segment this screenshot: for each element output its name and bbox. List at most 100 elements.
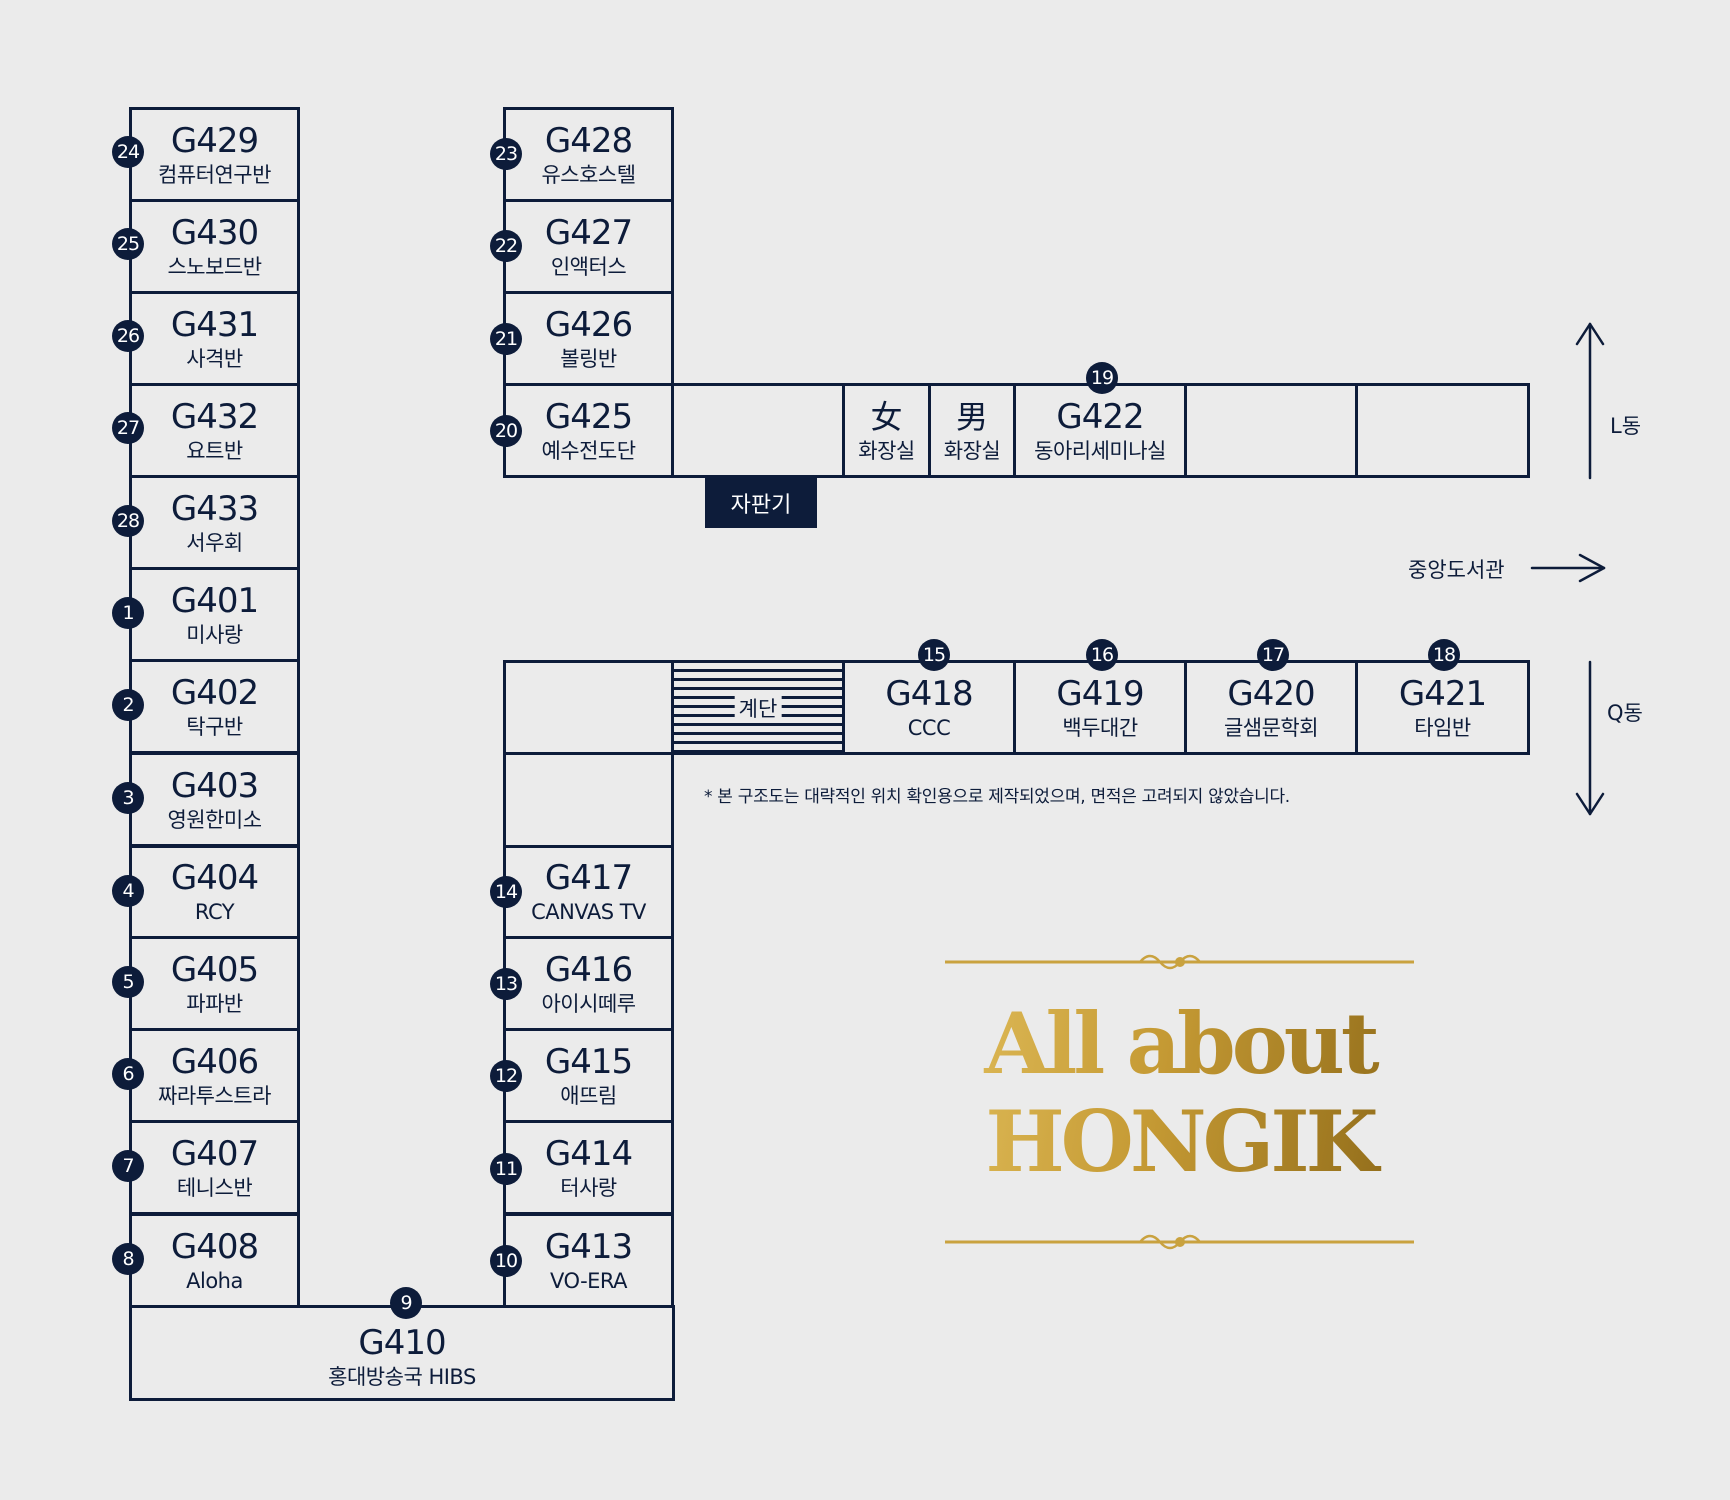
room-code: G401	[170, 580, 259, 621]
vending-machine[interactable]: 자판기	[705, 478, 817, 528]
room-g427[interactable]: G427 인액터스	[503, 199, 674, 294]
room-club-name: 파파반	[186, 991, 243, 1016]
room-code: G413	[544, 1226, 633, 1267]
room-g417[interactable]: G417 CANVAS TV	[503, 845, 674, 939]
room-club-name: 미사랑	[186, 622, 243, 647]
room-club-name: RCY	[194, 900, 235, 924]
room-empty-hall	[671, 383, 845, 478]
room-number-badge: 27	[112, 412, 144, 444]
title-line-1: All about	[984, 994, 1376, 1093]
room-number-badge: 25	[112, 228, 144, 260]
room-g425[interactable]: G425 예수전도단	[503, 383, 674, 478]
room-club-name: 인액터스	[550, 254, 627, 279]
room-g413[interactable]: G413 VO-ERA	[503, 1213, 674, 1308]
central-library-label: 중앙도서관	[1408, 558, 1505, 582]
room-number-badge: 13	[490, 968, 522, 1000]
room-code: G402	[170, 672, 259, 713]
room-code: G431	[170, 304, 259, 345]
all-about-hongik-title: All about HONGIK	[930, 995, 1430, 1191]
room-code: G428	[544, 120, 633, 161]
room-number-badge: 6	[112, 1058, 144, 1090]
room-code: G416	[544, 949, 633, 990]
room-number-badge: 4	[112, 875, 144, 907]
room-code: G432	[170, 396, 259, 437]
room-code: G430	[170, 212, 259, 253]
restroom-label: 화장실	[858, 438, 915, 463]
room-club-name: 영원한미소	[167, 807, 262, 832]
room-g420[interactable]: G420 글샘문학회	[1184, 660, 1358, 755]
room-g402[interactable]: G402 탁구반	[129, 659, 300, 754]
room-g410[interactable]: G410 홍대방송국 HIBS	[129, 1305, 675, 1401]
room-empty-corner	[503, 660, 674, 755]
room-code: G417	[544, 858, 633, 898]
room-g403[interactable]: G403 영원한미소	[129, 752, 300, 847]
vending-machine-label: 자판기	[730, 493, 792, 518]
stairs[interactable]: 계단	[671, 660, 845, 755]
room-club-name: CCC	[907, 715, 951, 740]
room-club-name: Aloha	[186, 1268, 243, 1293]
room-code: G425	[544, 396, 633, 437]
room-club-name: 터사랑	[560, 1175, 617, 1200]
room-g432[interactable]: G432 요트반	[129, 383, 300, 478]
room-number-badge: 10	[490, 1245, 522, 1277]
room-number-badge: 12	[490, 1060, 522, 1092]
restroom-female[interactable]: 女 화장실	[842, 383, 931, 478]
room-code: G404	[170, 858, 259, 898]
room-number-badge: 1	[112, 597, 144, 629]
room-number-badge: 22	[490, 230, 522, 262]
room-number-badge: 11	[490, 1153, 522, 1185]
room-g404[interactable]: G404 RCY	[129, 845, 300, 939]
room-g415[interactable]: G415 애뜨림	[503, 1028, 674, 1123]
room-club-name: 테니스반	[176, 1175, 253, 1200]
restroom-male[interactable]: 男 화장실	[928, 383, 1016, 478]
room-club-name: 타임반	[1414, 715, 1471, 740]
room-code: G421	[1398, 673, 1487, 714]
room-code: G426	[544, 304, 633, 345]
room-number-badge: 26	[112, 320, 144, 352]
room-number-badge: 5	[112, 966, 144, 998]
room-number-badge: 7	[112, 1150, 144, 1182]
room-number-badge: 9	[390, 1287, 422, 1319]
room-number-badge: 18	[1428, 639, 1460, 671]
room-code: G429	[170, 120, 259, 161]
room-g429[interactable]: G429 컴퓨터연구반	[129, 107, 300, 202]
room-club-name: CANVAS TV	[531, 900, 646, 924]
room-g406[interactable]: G406 짜라투스트라	[129, 1028, 300, 1123]
room-code: G410	[358, 1323, 446, 1363]
room-code: G407	[170, 1133, 259, 1174]
room-g414[interactable]: G414 터사랑	[503, 1120, 674, 1215]
room-number-badge: 16	[1086, 639, 1118, 671]
room-code: G420	[1227, 673, 1315, 714]
room-club-name: 동아리세미나실	[1034, 438, 1166, 463]
female-restroom-icon: 女	[870, 397, 903, 436]
room-number-badge: 19	[1086, 362, 1118, 394]
room-g430[interactable]: G430 스노보드반	[129, 199, 300, 294]
room-number-badge: 14	[490, 876, 522, 908]
room-g408[interactable]: G408 Aloha	[129, 1213, 300, 1308]
title-line-2: HONGIK	[985, 1092, 1375, 1191]
room-g405[interactable]: G405 파파반	[129, 936, 300, 1031]
room-code: G418	[885, 673, 973, 714]
room-club-name: 볼링반	[560, 346, 617, 371]
room-code: G414	[544, 1133, 633, 1174]
room-club-name: 사격반	[186, 346, 243, 371]
room-number-badge: 8	[112, 1243, 144, 1275]
room-club-name: 탁구반	[186, 714, 243, 739]
room-club-name: 스노보드반	[167, 254, 262, 279]
footnote: * 본 구조도는 대략적인 위치 확인용으로 제작되었으며, 면적은 고려되지 …	[704, 787, 1290, 807]
room-g421[interactable]: G421 타임반	[1355, 660, 1530, 755]
room-number-badge: 24	[112, 136, 144, 168]
room-empty	[1184, 383, 1358, 478]
l-building-label: L동	[1610, 414, 1642, 438]
room-code: G406	[170, 1041, 259, 1082]
room-code: G405	[170, 949, 259, 990]
room-club-name: 유스호스텔	[541, 162, 636, 187]
room-g407[interactable]: G407 테니스반	[129, 1120, 300, 1215]
room-g433[interactable]: G433 서우회	[129, 475, 300, 570]
room-number-badge: 15	[918, 639, 950, 671]
room-code: G422	[1056, 396, 1144, 437]
room-g401[interactable]: G401 미사랑	[129, 567, 300, 662]
room-club-name: 짜라투스트라	[158, 1083, 271, 1108]
room-number-badge: 17	[1257, 639, 1289, 671]
